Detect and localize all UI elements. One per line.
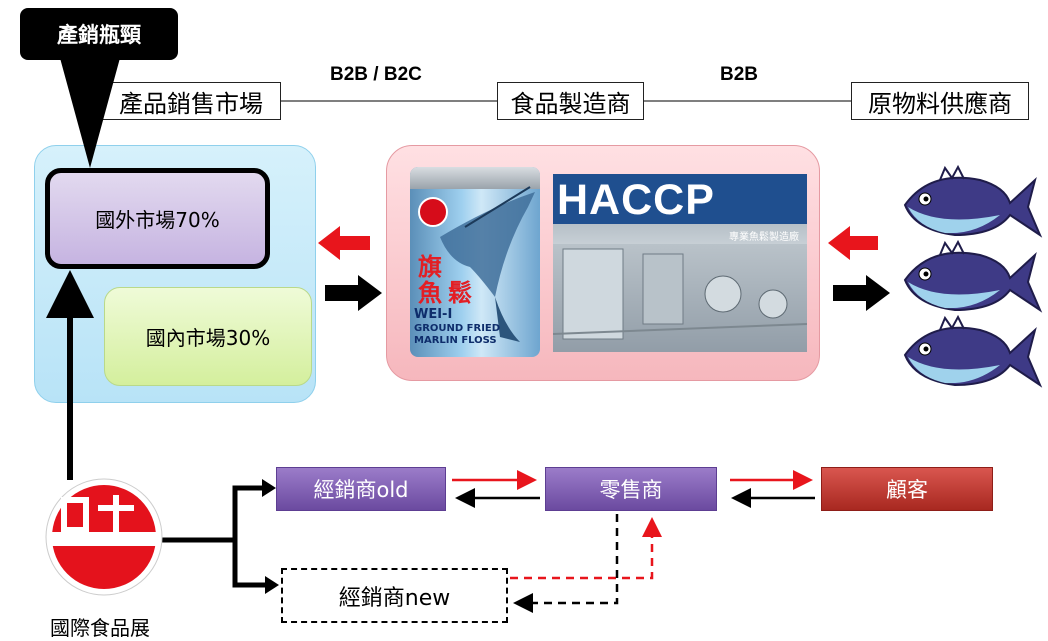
marlin-floss-can-image: 旗 魚 鬆 WEI-I GROUND FRIED MARLIN FLOSS [410, 167, 540, 357]
retailer-box: 零售商 [545, 467, 717, 511]
new-to-retail-dashed-arrow [510, 517, 662, 580]
can-char-1: 旗 [418, 252, 442, 281]
link-label-b2b-b2c: B2B / B2C [330, 64, 422, 85]
distributor-old-box: 經銷商old [276, 467, 446, 511]
can-char-2: 魚 [418, 278, 442, 307]
branch-arrowhead-old [262, 479, 276, 497]
haccp-banner [553, 174, 807, 224]
food-manufacturer-box: 食品製造商 [497, 82, 644, 120]
can-char-3: 鬆 [448, 278, 472, 307]
domestic-market-box: 國內市場30% [104, 287, 312, 386]
retail-to-new-dashed-arrow [513, 514, 619, 613]
raw-material-supplier-box: 原物料供應商 [851, 82, 1029, 120]
can-brand-text: WEI-I [414, 307, 453, 322]
can-english-line-1: GROUND FRIED [414, 323, 501, 334]
tuna-icon [903, 239, 1043, 313]
link-label-b2b: B2B [720, 64, 759, 85]
red-arrow-left-2 [828, 226, 878, 260]
branch-arrowhead-new [265, 576, 279, 594]
haccp-subtitle: 專業魚鬆製造廠 [729, 232, 799, 243]
brand-logo-small-icon [418, 197, 448, 227]
marlin-fish-icon [440, 186, 535, 342]
black-arrow-right-2 [833, 275, 890, 311]
haccp-factory-image: HACCP 專業魚鬆製造廠 [553, 174, 807, 352]
food-expo-label: 國際食品展 [50, 616, 150, 640]
can-english-line-2: MARLIN FLOSS [414, 335, 497, 346]
foreign-market-box: 國外市場70% [45, 168, 270, 269]
haccp-title: HACCP [557, 176, 715, 224]
distributor-new-box: 經銷商new [281, 568, 508, 623]
tuna-icon [903, 164, 1043, 238]
bottleneck-callout: 產銷瓶頸 [20, 8, 178, 60]
red-arrow-left-1 [318, 226, 370, 260]
tuna-icon [903, 314, 1043, 388]
sales-market-box: 產品銷售市場 [101, 82, 281, 120]
black-arrow-right-1 [325, 275, 382, 311]
expo-branch-line [162, 485, 272, 588]
food-expo-logo-icon [45, 478, 163, 596]
factory-interior-icon [553, 244, 807, 352]
can-lid [410, 167, 540, 189]
customer-box: 顧客 [821, 467, 993, 511]
